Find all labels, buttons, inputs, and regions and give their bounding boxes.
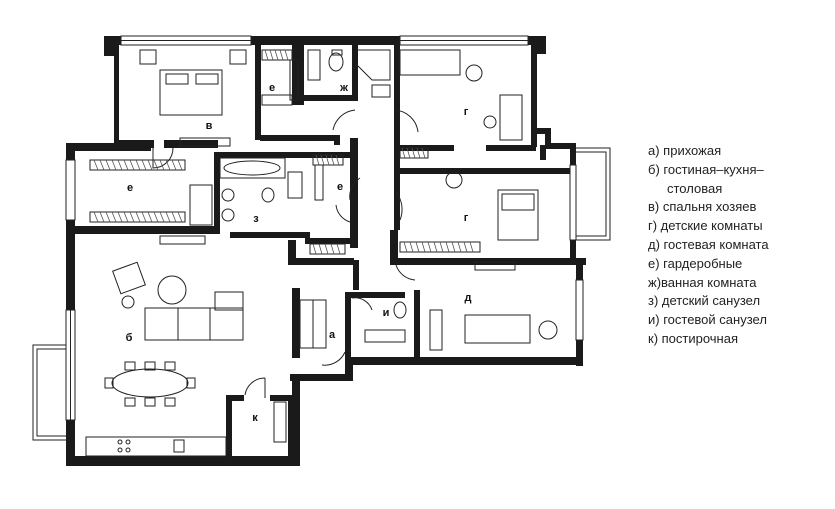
doors	[152, 109, 419, 398]
legend-item-b-continued: столовая	[667, 180, 723, 196]
room-label-i: и	[383, 307, 390, 319]
room-label-e-top: е	[269, 82, 275, 94]
legend-item-g: г) детские комнаты	[648, 218, 763, 234]
legend-item-z: з) детский санузел	[648, 293, 761, 309]
room-labels: в е ж г е е з г б а и д к	[126, 82, 472, 424]
legend-item-zh: ж)ванная комната	[648, 274, 757, 290]
wardrobe-racks	[89, 49, 481, 351]
legend-item-e: е) гардеробные	[648, 255, 743, 271]
legend-item-b: б) гостиная–кухня–	[648, 161, 764, 177]
legend-item-k: к) постирочная	[648, 330, 739, 346]
room-label-b: б	[126, 332, 133, 344]
legend-item-v: в) спальня хозяев	[648, 199, 757, 215]
furniture	[85, 49, 558, 457]
room-label-g-mid: г	[464, 212, 469, 224]
room-label-k: к	[252, 412, 258, 424]
room-label-d: д	[465, 292, 472, 304]
room-label-g-top: г	[464, 106, 469, 118]
room-label-v: в	[206, 120, 213, 132]
room-label-e-mid: е	[337, 181, 343, 193]
windows	[65, 35, 584, 421]
legend-item-a: а) прихожая	[648, 143, 722, 158]
room-label-e-left: е	[127, 182, 133, 194]
legend-item-i: и) гостевой санузел	[648, 312, 767, 328]
room-label-zh: ж	[339, 82, 348, 94]
interior-walls	[70, 45, 570, 457]
balconies	[32, 147, 611, 441]
room-label-a: а	[329, 329, 336, 341]
room-legend: а) прихожая б) гостиная–кухня– столовая …	[648, 142, 833, 349]
room-label-z: з	[253, 213, 259, 225]
legend-item-d: д) гостевая комната	[648, 236, 769, 252]
